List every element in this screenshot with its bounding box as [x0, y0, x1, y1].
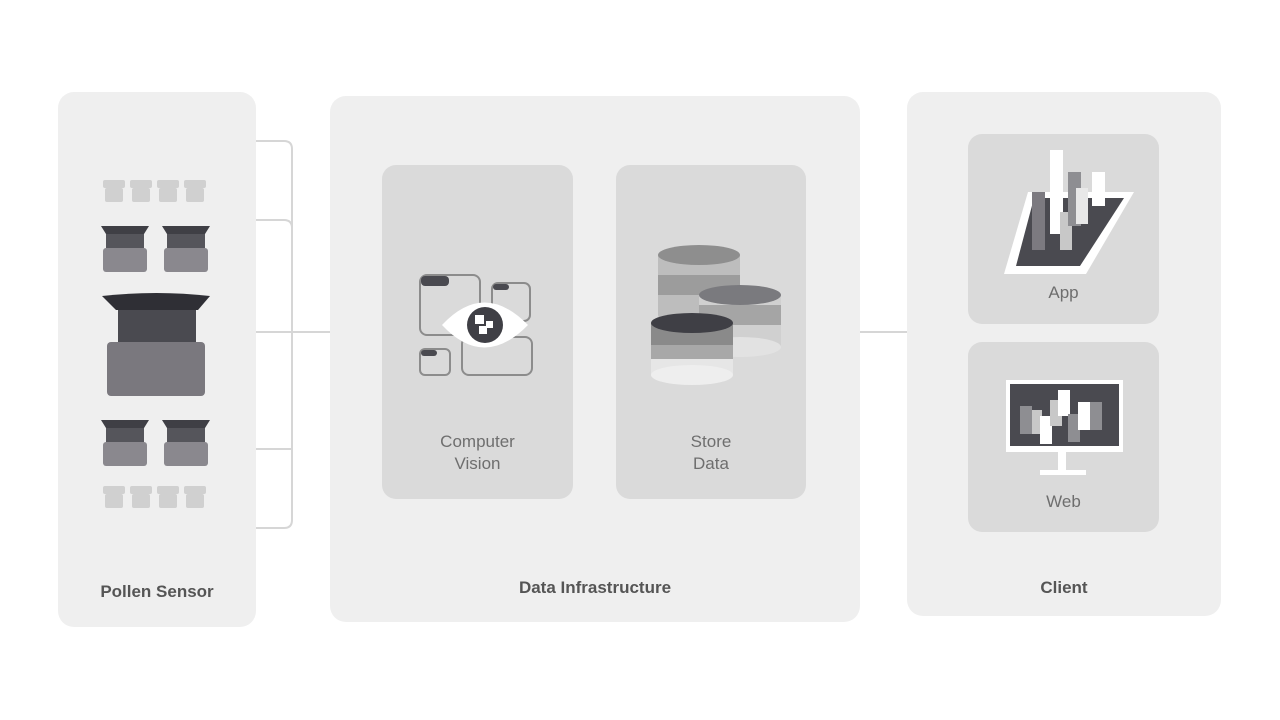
computer-vision-card: Computer Vision	[382, 165, 573, 499]
pollen-sensor-panel: Pollen Sensor	[58, 92, 256, 627]
web-card: Web	[968, 342, 1159, 532]
app-label: App	[1048, 283, 1079, 302]
store-data-label-line2: Data	[693, 454, 729, 473]
computer-vision-label: Computer Vision	[382, 431, 573, 475]
computer-vision-label-line1: Computer	[440, 432, 515, 451]
app-card: App	[968, 134, 1159, 324]
client-title: Client	[1040, 578, 1088, 597]
store-data-label: Store Data	[616, 431, 806, 475]
store-data-label-line1: Store	[690, 432, 732, 451]
store-data-card: Store Data	[616, 165, 806, 499]
eye-vision-icon	[419, 274, 533, 376]
pollen-sensor-title: Pollen Sensor	[100, 582, 214, 601]
pollen-sensor-stack-icon	[101, 180, 210, 508]
database-stack-icon	[651, 245, 781, 385]
monitor-chart-icon	[1006, 380, 1123, 475]
computer-vision-label-line2: Vision	[454, 454, 501, 473]
data-infrastructure-title: Data Infrastructure	[518, 578, 672, 597]
tablet-chart-icon	[1004, 150, 1134, 274]
web-label: Web	[1046, 492, 1081, 511]
